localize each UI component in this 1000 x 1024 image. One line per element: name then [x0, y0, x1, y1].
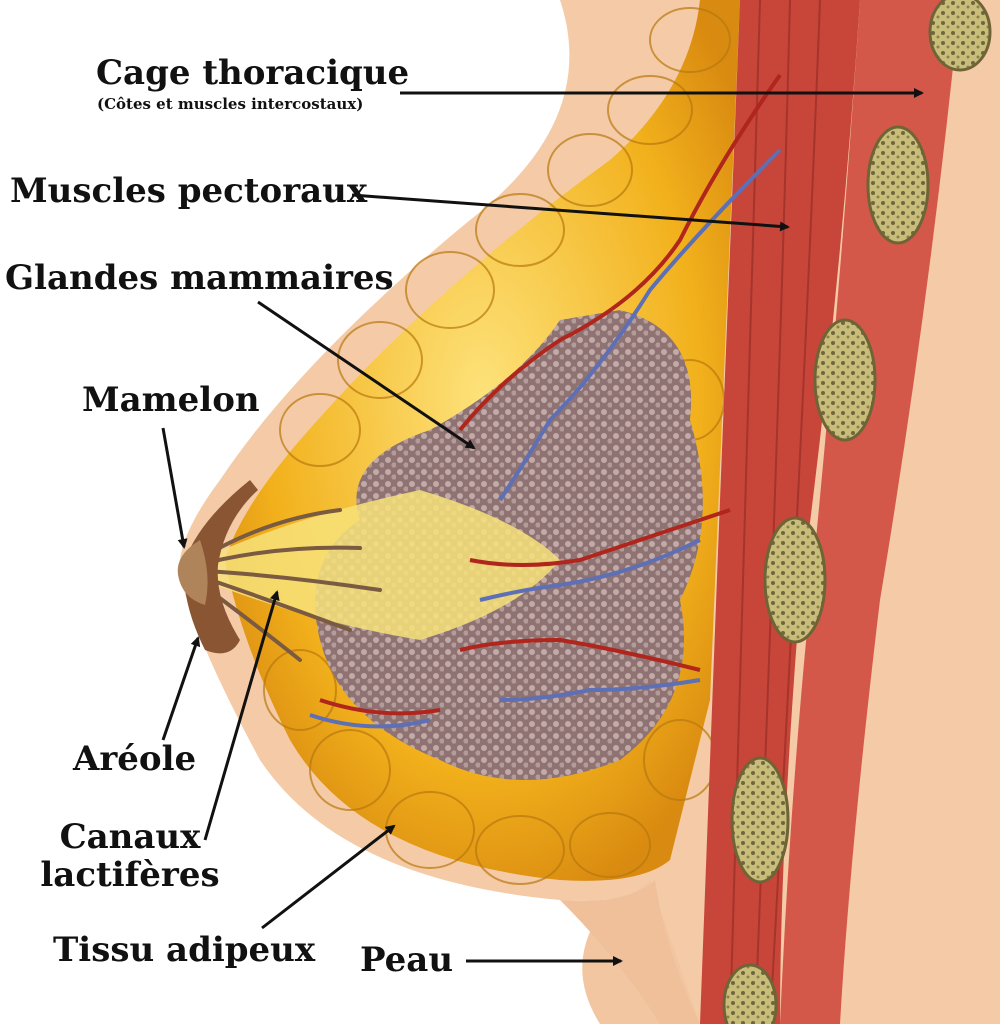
arrow-glandes: [257, 300, 476, 450]
label-muscles-pectoraux: Muscles pectoraux: [10, 171, 368, 211]
arrow-pectoraux: [351, 193, 790, 232]
label-canaux-line2: lactifères: [40, 855, 220, 895]
label-canaux-line1: Canaux: [59, 817, 201, 857]
areola: [184, 480, 258, 654]
label-cage-thoracique: Cage thoracique: [96, 53, 410, 93]
arrow-areole: [161, 636, 201, 741]
label-tissu-adipeux: Tissu adipeux: [53, 930, 316, 970]
intercostal-muscle: [780, 0, 960, 1024]
rib: [722, 963, 778, 1024]
rib: [813, 318, 877, 442]
rib: [730, 756, 790, 884]
arrows: [161, 88, 924, 966]
fat-lobules: [263, 7, 731, 885]
ductal-region: [190, 490, 560, 640]
rib: [866, 125, 930, 245]
label-areole: Aréole: [73, 739, 197, 779]
ribs: [722, 0, 992, 1024]
veins: [309, 148, 782, 729]
rib: [928, 0, 992, 72]
label-mamelon: Mamelon: [82, 380, 260, 420]
arrow-mamelon: [161, 427, 188, 549]
skin-fold: [560, 880, 700, 1024]
rib: [763, 516, 827, 644]
pectoral-muscle: [700, 0, 860, 1024]
label-peau: Peau: [360, 940, 454, 980]
label-glandes-mammaires: Glandes mammaires: [5, 258, 394, 298]
label-cage-subtitle: (Côtes et muscles intercostaux): [97, 95, 364, 113]
nipple: [177, 540, 208, 605]
arteries: [319, 73, 782, 716]
label-canaux-lactiferes: Canaux lactifères: [40, 818, 220, 894]
arrow-adipeux: [261, 824, 396, 930]
arrow-canaux: [203, 590, 280, 841]
